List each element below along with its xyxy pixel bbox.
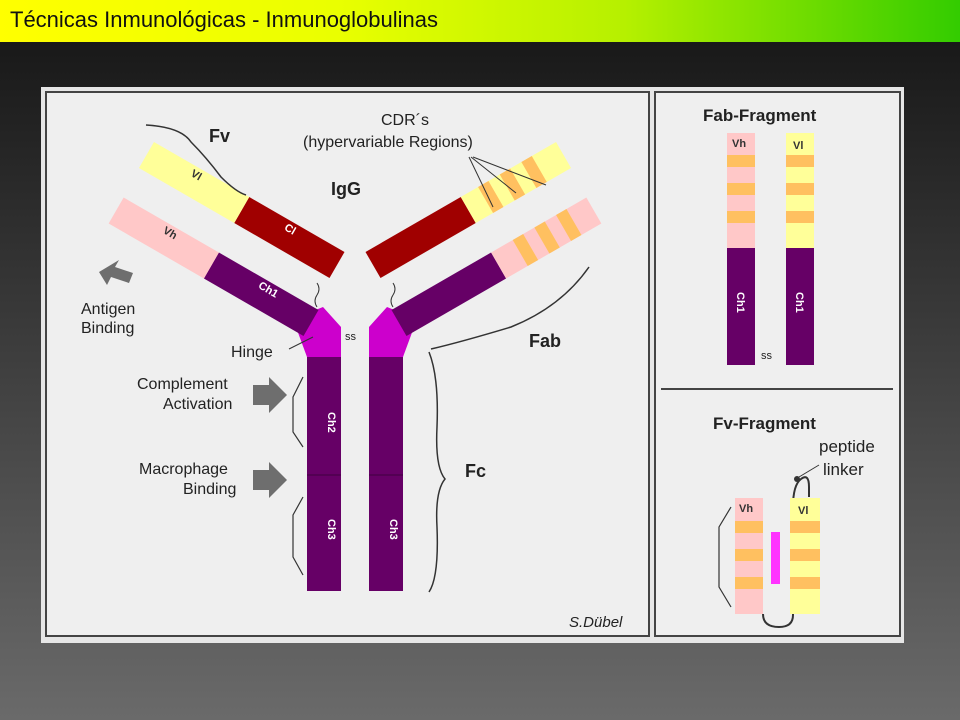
fab-bracket <box>430 266 590 350</box>
ch2-left-label: Ch2 <box>325 412 337 433</box>
ch3-left-label: Ch3 <box>325 519 337 540</box>
fab-ch1 <box>727 248 755 365</box>
igg-panel <box>45 91 650 637</box>
fc-bracket <box>428 351 446 593</box>
igg-label: IgG <box>331 179 361 199</box>
macrophage-arrow <box>253 462 287 498</box>
fab-ch1-label-right: Ch1 <box>793 292 805 313</box>
fc-label: Fc <box>465 461 486 481</box>
left-ch-brackets <box>292 376 304 576</box>
linker-segment <box>771 532 780 584</box>
fab-vl-label: Vl <box>793 140 803 152</box>
complement-label-line2: Activation <box>163 396 232 413</box>
fv-label: Fv <box>209 126 230 146</box>
left-heavy-arm: Ch1 Vh <box>108 197 319 336</box>
ch3-right-label: Ch3 <box>387 519 399 540</box>
peptide-label-line1: peptide <box>819 437 875 456</box>
left-light-arm: Cl Vl <box>138 142 345 278</box>
macrophage-label-line2: Binding <box>183 481 236 498</box>
left-heavy-ch3 <box>307 475 341 591</box>
right-heavy-ch2 <box>369 355 403 475</box>
fv-vh-label: Vh <box>739 503 753 515</box>
slide-title-bar: Técnicas Inmunológicas - Inmunoglobulina… <box>0 0 960 42</box>
right-heavy-ch3 <box>369 475 403 591</box>
left-heavy-ch2 <box>307 355 341 475</box>
fab-ss-label: ss <box>761 350 773 362</box>
fv-bracket <box>145 124 247 196</box>
antigen-label-line2: Binding <box>81 320 134 337</box>
fv-fragment-title: Fv-Fragment <box>713 414 816 433</box>
vl-left-label: Vl <box>189 168 204 184</box>
slide-title: Técnicas Inmunológicas - Inmunoglobulina… <box>10 7 439 32</box>
antigen-arrow <box>99 260 133 285</box>
macrophage-label-line1: Macrophage <box>139 461 228 478</box>
fab-ch1-label-left: Ch1 <box>734 292 746 313</box>
cl-left-label: Cl <box>282 222 298 238</box>
fab-label: Fab <box>529 331 561 351</box>
hinge-ss-label: ss <box>345 331 357 343</box>
fab-fragment-title: Fab-Fragment <box>703 106 817 125</box>
credit-label: S.Dübel <box>569 614 623 631</box>
fv-vl-label: Vl <box>798 505 808 517</box>
complement-arrow <box>253 377 287 413</box>
complement-label-line1: Complement <box>137 376 228 393</box>
hinge-label: Hinge <box>231 344 273 361</box>
fab-vh-label: Vh <box>732 138 746 150</box>
antibody-diagram: Ch2 Ch3 Ch3 ss Ch1 Vh Cl Vl <box>41 87 904 643</box>
peptide-label-line2: linker <box>823 460 864 479</box>
cdr-sublabel: (hypervariable Regions) <box>303 134 473 151</box>
antigen-label-line1: Antigen <box>81 301 135 318</box>
cdr-label: CDR´s <box>381 112 429 129</box>
fab-cl <box>786 248 814 365</box>
right-heavy-arm <box>391 197 602 336</box>
